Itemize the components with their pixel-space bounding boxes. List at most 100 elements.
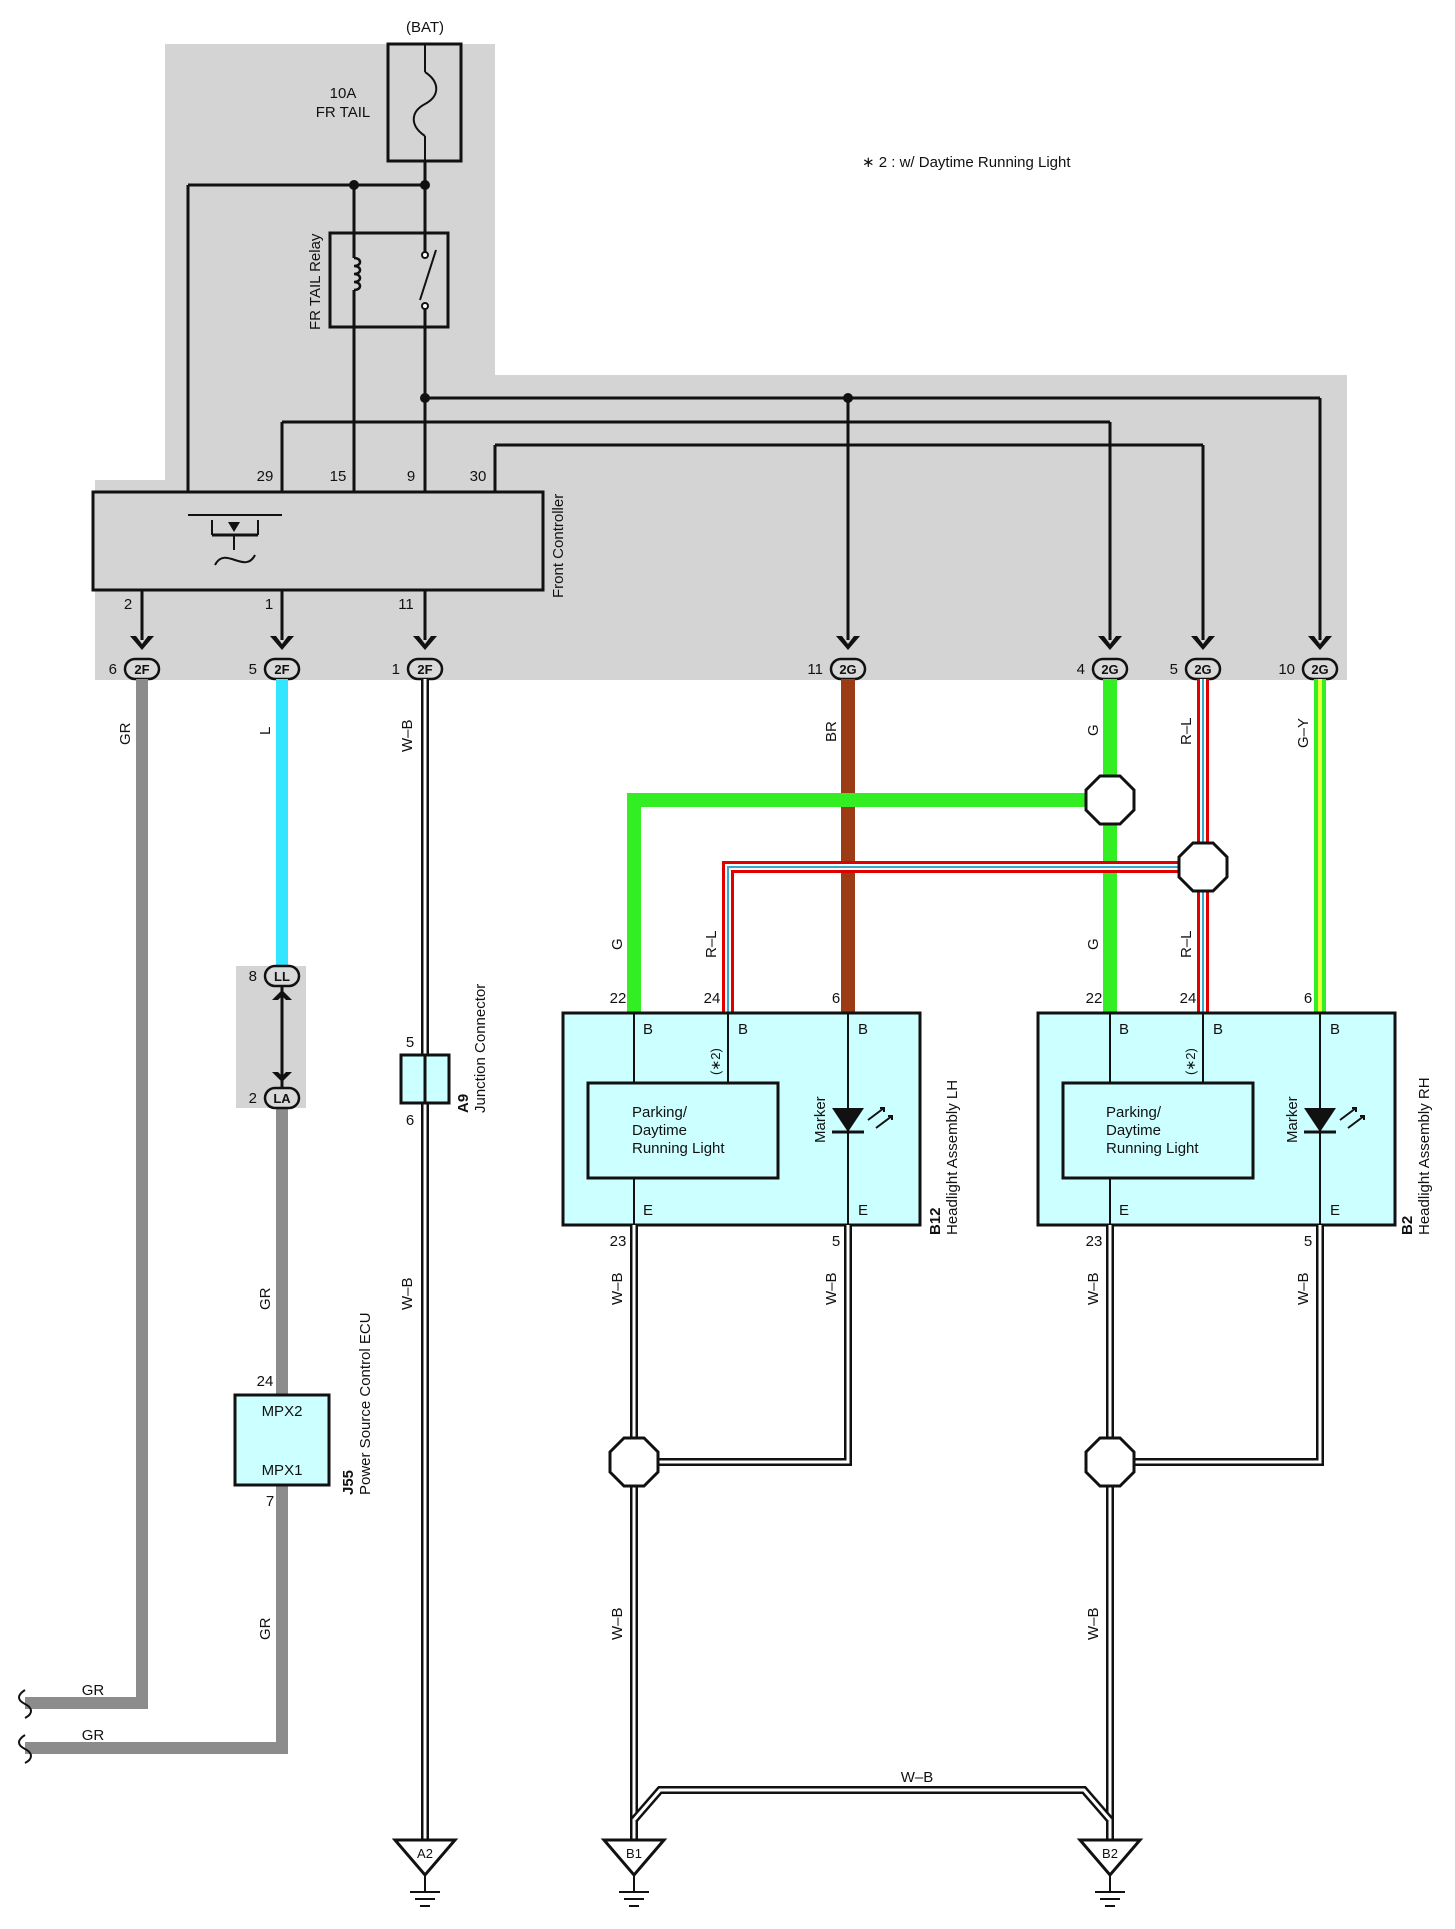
connector-2f-5-pin: 5	[249, 661, 257, 678]
connector-2g-4: 2G	[1091, 657, 1129, 681]
fc-pin-11: 11	[398, 596, 414, 613]
lh-b-6: B	[858, 1021, 868, 1038]
svg-text:2G: 2G	[1194, 662, 1211, 677]
lh-pin-6: 6	[832, 990, 840, 1007]
lh-pin-23: 23	[610, 1233, 627, 1250]
wire-wb-b1-b2-link	[630, 1786, 1114, 1823]
connector-2g-11: 2G	[829, 657, 867, 681]
ground-b1-icon	[600, 1838, 668, 1907]
splice-rh-ground	[1084, 1436, 1136, 1488]
svg-text:LA: LA	[273, 1091, 291, 1106]
relay-label: FR TAIL Relay	[307, 233, 324, 330]
wire-wb-lh-ground	[630, 1225, 852, 1840]
connector-2g-10: 2G	[1301, 657, 1339, 681]
wire-label-wb: W–B	[1085, 1272, 1102, 1305]
rh-name: Headlight Assembly RH	[1416, 1077, 1433, 1235]
module-internal-wiring	[140, 161, 1322, 640]
wire-label-wb: W–B	[1085, 1607, 1102, 1640]
lh-b-24: B	[738, 1021, 748, 1038]
lh-b-22: B	[643, 1021, 653, 1038]
headlight-assembly-lh	[561, 1011, 922, 1227]
wire-label-wb: W–B	[399, 1277, 416, 1310]
wire-label-gy: G–Y	[1295, 718, 1312, 748]
wire-break-icon	[18, 1734, 32, 1764]
lh-pin-24: 24	[704, 990, 721, 1007]
connector-2f-6: 2F	[123, 657, 161, 681]
connector-ll: LL	[263, 964, 301, 988]
headlight-assembly-rh	[1036, 1011, 1397, 1227]
connector-2f-1-pin: 1	[392, 661, 400, 678]
wire-label-l: L	[257, 727, 274, 735]
ground-a2-icon	[391, 1838, 459, 1907]
rh-b-22: B	[1119, 1021, 1129, 1038]
lh-marker: Marker	[812, 1096, 829, 1143]
rh-pin-22: 22	[1086, 990, 1103, 1007]
svg-text:2F: 2F	[417, 662, 432, 677]
rh-b-24: B	[1213, 1021, 1223, 1038]
rh-pin-6: 6	[1304, 990, 1312, 1007]
wire-gr-2f6	[25, 679, 148, 1709]
lh-e-23: E	[643, 1202, 653, 1219]
junction-pin-6: 6	[406, 1112, 414, 1129]
wire-label-wb: W–B	[609, 1607, 626, 1640]
junction-code: A9	[455, 1094, 472, 1113]
rh-parking-2: Daytime	[1106, 1122, 1161, 1139]
connector-2g-4-pin: 4	[1077, 661, 1085, 678]
wire-label-g: G	[1085, 724, 1102, 736]
connector-2f-1: 2F	[406, 657, 444, 681]
wire-label-rl: R–L	[1178, 930, 1195, 958]
ll-la-mating-icon	[272, 986, 292, 1088]
connector-2g-5-pin: 5	[1170, 661, 1178, 678]
rh-pin-5: 5	[1304, 1233, 1312, 1250]
wire-label-gr: GR	[82, 1727, 105, 1744]
ecu-name: Power Source Control ECU	[357, 1312, 374, 1495]
front-controller	[91, 490, 545, 592]
fuse-rating: 10A	[330, 85, 357, 102]
rh-marker: Marker	[1284, 1096, 1301, 1143]
ground-b2-label: B2	[1102, 1846, 1118, 1861]
wire-label-rl: R–L	[703, 930, 720, 958]
wire-label-rl: R–L	[1178, 717, 1195, 745]
rh-code: B2	[1399, 1216, 1416, 1235]
wire-break-icon	[18, 1689, 32, 1719]
lh-parking-3: Running Light	[632, 1140, 725, 1157]
ground-a2-label: A2	[417, 1846, 433, 1861]
svg-text:LL: LL	[274, 969, 290, 984]
ecu-code: J55	[340, 1470, 357, 1495]
rh-star2: (∗2)	[1183, 1048, 1198, 1075]
connector-arrows	[130, 636, 1332, 650]
connector-2f-5: 2F	[263, 657, 301, 681]
connector-la-pin: 2	[249, 1090, 257, 1107]
fc-pin-2: 2	[124, 596, 132, 613]
lh-code: B12	[927, 1207, 944, 1235]
junction-pin-5: 5	[406, 1034, 414, 1051]
rh-e-23: E	[1119, 1202, 1129, 1219]
wire-label-gr: GR	[82, 1682, 105, 1699]
ecu-mpx2: MPX2	[262, 1403, 303, 1420]
ground-b2-icon	[1076, 1838, 1144, 1907]
power-source-control-ecu	[233, 1393, 331, 1487]
wire-label-gr: GR	[257, 1287, 274, 1310]
connector-2f-6-pin: 6	[109, 661, 117, 678]
rh-b-6: B	[1330, 1021, 1340, 1038]
lh-pin-5: 5	[832, 1233, 840, 1250]
splice-g	[1084, 774, 1136, 826]
lh-parking-2: Daytime	[632, 1122, 687, 1139]
wire-label-g: G	[1085, 938, 1102, 950]
svg-text:2G: 2G	[1101, 662, 1118, 677]
wire-label-gr: GR	[257, 1617, 274, 1640]
rh-pin-23: 23	[1086, 1233, 1103, 1250]
note-daytime-running-light: ∗ 2 : w/ Daytime Running Light	[862, 154, 1071, 171]
wire-label-br: BR	[823, 721, 840, 742]
wire-label-wb: W–B	[399, 719, 416, 752]
fc-pin-9: 9	[407, 468, 415, 485]
svg-text:2F: 2F	[274, 662, 289, 677]
connector-2g-11-pin: 11	[807, 661, 823, 678]
wire-label-wb: W–B	[823, 1272, 840, 1305]
wire-wb-rh-ground	[1106, 1225, 1324, 1840]
wire-label-g: G	[609, 938, 626, 950]
ecu-pin-7: 7	[266, 1493, 274, 1510]
wire-label-wb: W–B	[901, 1769, 934, 1786]
wire-label-gr: GR	[117, 722, 134, 745]
